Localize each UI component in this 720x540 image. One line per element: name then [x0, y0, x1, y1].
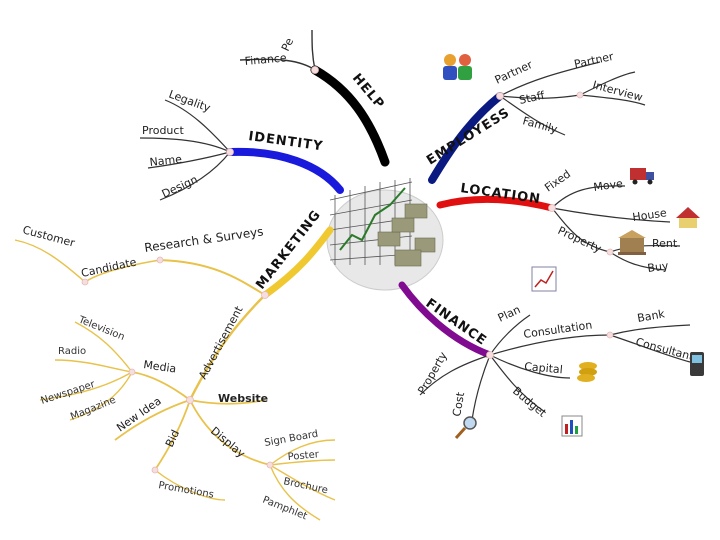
node-plan[interactable]: Plan [496, 303, 523, 325]
branch-finance: FINANCE Plan Consultation Bank Consultan… [398, 266, 704, 440]
bar-chart-icon [561, 415, 583, 437]
node-consultant[interactable]: Consultant [634, 335, 695, 363]
phone-icon [690, 352, 704, 376]
node-bid[interactable]: Bid [163, 428, 182, 449]
node-bank[interactable]: Bank [636, 307, 666, 325]
node-pe[interactable]: Pe [279, 36, 296, 53]
node-customer[interactable]: Customer [21, 223, 76, 250]
node-rent[interactable]: Rent [652, 237, 678, 250]
node-advertisement[interactable]: Advertisement [196, 303, 246, 381]
node-pamphlet[interactable]: Pamphlet [261, 495, 309, 523]
truck-icon [630, 168, 654, 185]
node-property-location[interactable]: Property [556, 224, 604, 256]
branch-location: LOCATION Fixed Move House Property Rent … [436, 167, 700, 275]
node-name[interactable]: Name [149, 153, 183, 169]
node-media[interactable]: Media [143, 358, 178, 375]
node-brochure[interactable]: Brochure [282, 476, 328, 496]
node-product[interactable]: Product [142, 124, 184, 137]
node-move[interactable]: Move [593, 177, 624, 194]
node-research-surveys[interactable]: Research & Surveys [143, 224, 264, 255]
branch-marketing: MARKETING Research & Surveys Candidate C… [14, 207, 336, 523]
bank-icon [618, 230, 646, 255]
magnifier-icon [454, 416, 477, 440]
node-capital[interactable]: Capital [524, 360, 564, 376]
node-house[interactable]: House [632, 206, 668, 224]
node-design[interactable]: Design [160, 173, 200, 201]
node-property-finance[interactable]: Property [415, 349, 450, 396]
node-partner-2[interactable]: Partner [573, 50, 615, 71]
node-staff[interactable]: Staff [518, 89, 546, 107]
node-fixed[interactable]: Fixed [542, 167, 573, 194]
node-radio[interactable]: Radio [58, 346, 86, 357]
node-promotions[interactable]: Promotions [157, 480, 214, 501]
house-icon [676, 207, 700, 228]
branch-label-employess[interactable]: EMPLOYESS [424, 105, 513, 168]
node-interview[interactable]: Interview [591, 78, 644, 104]
node-candidate[interactable]: Candidate [80, 255, 138, 279]
people-icon [443, 54, 472, 80]
node-poster[interactable]: Poster [287, 449, 320, 463]
node-family[interactable]: Family [521, 114, 559, 136]
branch-employess: EMPLOYESS Partner Partner Interview Staf… [424, 50, 646, 184]
branch-identity: IDENTITY Legality Product Name Design [139, 88, 344, 201]
node-buy[interactable]: Buy [647, 259, 670, 275]
line-chart-icon [531, 266, 557, 292]
node-sign-board[interactable]: Sign Board [264, 429, 319, 449]
node-website[interactable]: Website [218, 392, 268, 405]
node-budget[interactable]: Budget [510, 384, 549, 420]
node-legality[interactable]: Legality [167, 88, 213, 115]
finance-growth-chart-icon [329, 178, 436, 267]
coins-icon [577, 362, 597, 382]
node-magazine[interactable]: Magazine [69, 395, 117, 423]
center-image [326, 178, 444, 291]
node-newspaper[interactable]: Newspaper [40, 379, 98, 407]
node-display[interactable]: Display [208, 424, 248, 460]
node-finance-help[interactable]: Finance [244, 51, 287, 68]
node-cost[interactable]: Cost [450, 391, 467, 418]
node-consultation[interactable]: Consultation [523, 318, 593, 341]
